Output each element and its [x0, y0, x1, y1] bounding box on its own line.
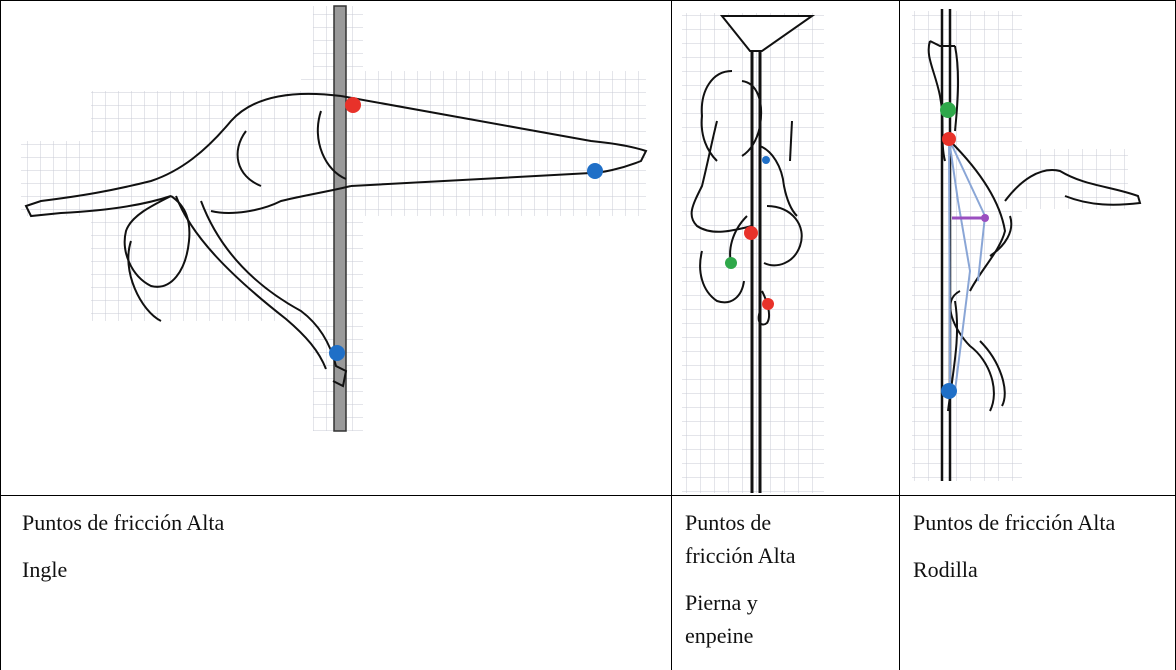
- table-divider-2: [899, 0, 900, 670]
- table-row-divider: [0, 495, 1176, 496]
- caption-title: Puntos de fricción Alta: [685, 510, 796, 568]
- caption-cell-1: Puntos de fricción Alta Ingle: [22, 506, 652, 586]
- marker-purple: [981, 214, 989, 222]
- caption-cell-3: Puntos de fricción Alta Rodilla: [913, 506, 1168, 586]
- marker-green: [725, 257, 737, 269]
- marker-blue: [941, 383, 957, 399]
- pose-drawing-rodilla: [912, 9, 1142, 481]
- caption-title: Puntos de fricción Alta: [22, 510, 225, 535]
- marker-red: [942, 132, 956, 146]
- pose-image-pierna: [672, 1, 899, 495]
- pose-image-ingle: [1, 1, 671, 495]
- table-divider-1: [671, 0, 672, 670]
- table-border-left: [0, 0, 1, 670]
- pose-drawing-pierna: [682, 13, 824, 493]
- caption-area: Ingle: [22, 557, 68, 582]
- marker-red: [762, 298, 774, 310]
- marker-blue: [762, 156, 770, 164]
- caption-area: Rodilla: [913, 557, 978, 582]
- marker-blue: [329, 345, 345, 361]
- caption-cell-2: Puntos de fricción Alta Pierna y enpeine: [685, 506, 825, 652]
- marker-red: [744, 226, 758, 240]
- caption-area: Pierna y enpeine: [685, 590, 758, 648]
- marker-red: [345, 97, 361, 113]
- pose-drawing-ingle: [21, 5, 648, 432]
- caption-title: Puntos de fricción Alta: [913, 510, 1116, 535]
- pose-image-rodilla: [900, 1, 1175, 495]
- marker-blue: [587, 163, 603, 179]
- marker-green: [940, 102, 956, 118]
- table-border-top: [0, 0, 1176, 1]
